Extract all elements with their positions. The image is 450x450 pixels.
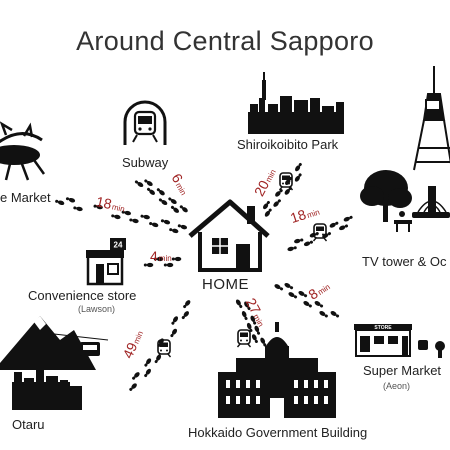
footprint [140,213,151,220]
footprint [143,367,153,378]
footprint [65,196,76,204]
footprint [148,221,159,228]
footprint [318,309,329,319]
footprint [169,204,180,215]
supermarket-icon [354,324,445,358]
store-24-sign: 24 [114,241,123,250]
footprint [54,198,65,206]
label-super-market-sub: (Aeon) [383,381,411,391]
footprint [274,188,284,198]
footprint [328,220,340,229]
footprint [293,237,304,244]
footprint [110,213,121,220]
footprint [160,218,171,226]
footprint [272,198,282,208]
footprint [293,162,303,173]
footprint [182,299,192,310]
store-sign: STORE [374,325,392,331]
label-convenience-store: Convenience store [28,288,137,303]
train-icon-tv-tower [312,223,328,242]
otaru-icon [0,316,109,410]
footprint [178,204,189,214]
footprint [261,199,272,211]
label-subway: Subway [122,155,169,170]
footprint [342,214,354,223]
footprint [157,197,169,207]
tv-tower-icon [413,66,450,171]
footprint [287,291,298,300]
label-tv-tower: TV tower & Oc [362,254,447,269]
footprint [273,283,284,292]
page-title: Around Central Sapporo [76,26,374,56]
footprint [338,223,349,232]
label-hokkaido-government-building: Hokkaido Government Building [188,425,368,440]
footprint [168,227,179,234]
park-icon [360,170,450,232]
label-otaru: Otaru [12,417,45,432]
footprint [302,299,313,309]
footprint [153,353,163,364]
house-icon [188,199,270,272]
label-convenience-store-sub: (Lawson) [78,304,116,314]
footprint [177,223,188,231]
government-building-icon [218,322,336,418]
footprint [171,256,182,262]
footprint [283,281,294,291]
footprint [145,186,156,197]
footprint [303,239,314,247]
footprint [143,178,154,188]
skyline-icon [248,72,344,134]
footprint [169,327,179,339]
label-market: e Market [0,190,51,205]
footprint [167,196,178,206]
footprint [143,357,153,368]
footprint [234,298,244,309]
footprint [155,187,166,197]
subway-icon [123,100,167,145]
time-convenience: 4min [150,248,172,264]
footprint [329,309,340,319]
crab-icon [0,121,46,181]
footprint [250,333,259,344]
footprint [128,382,138,392]
footprint [128,217,140,224]
footprint [131,371,141,381]
footprint [133,179,145,189]
train-icon-hokkaido [236,329,252,348]
convenience-store-icon [86,238,126,286]
footprint [170,315,180,326]
label-shiroikoibito-park: Shiroikoibito Park [237,137,339,152]
label-super-market: Super Market [363,363,442,378]
footprint [286,245,298,252]
footprint [293,172,303,183]
footprint [180,310,191,321]
footprint [259,336,268,348]
footprint [72,205,84,212]
label-home: HOME [202,276,249,293]
footprint [263,207,273,218]
